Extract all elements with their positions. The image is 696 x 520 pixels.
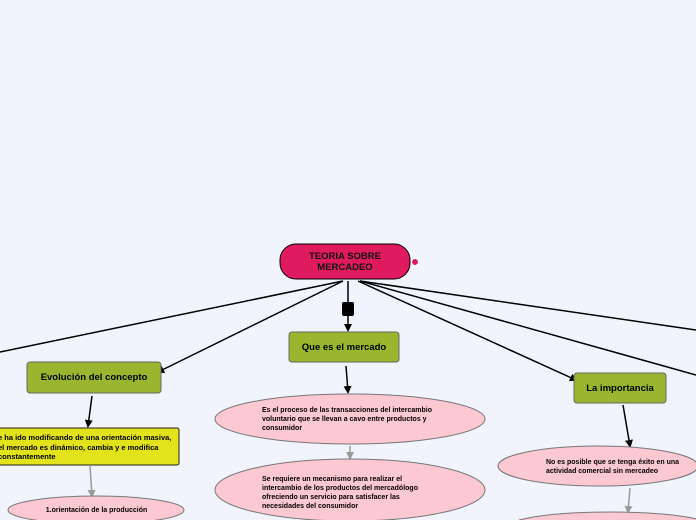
box-evolucion-1-shape[interactable] <box>0 427 180 466</box>
connector-importancia-to-bubble <box>622 404 633 448</box>
bubble-que-es-1-text: Es el proceso de las transacciones del i… <box>262 407 433 432</box>
bubble-importancia-2-shape[interactable] <box>510 511 696 520</box>
topic-importancia-shape[interactable] <box>573 372 667 404</box>
connectors <box>0 280 696 448</box>
topic-que-es-label[interactable]: Que es el mercado <box>301 341 387 353</box>
connector-evolucion-to-box <box>84 395 93 428</box>
connector-evolucion <box>156 280 344 373</box>
connector-que-es-to-bubble <box>343 365 352 394</box>
bubble-que-es-2-shape[interactable] <box>214 458 486 520</box>
topic-evolucion-shape[interactable] <box>26 361 162 394</box>
central-node-badge-icon[interactable] <box>411 258 419 266</box>
bubble-evolucion-2-shape[interactable] <box>7 495 185 520</box>
bubble-que-es-2-text: Se requiere un mecanismo para realizar e… <box>262 476 418 510</box>
connector-offscreen-left <box>0 280 344 353</box>
connector-importancia <box>357 280 578 382</box>
topic-importancia-label[interactable]: La importancia <box>586 382 654 394</box>
central-node-label[interactable]: TEORIA SOBRE MERCADEO <box>309 250 381 273</box>
connector-gray-importancia <box>624 487 633 514</box>
gray-connectors <box>87 446 633 514</box>
bubble-importancia-1-text: No es posible que se tenga éxito en una … <box>546 459 680 475</box>
topic-evolucion-label[interactable]: Evolución del concepto <box>40 372 148 383</box>
collapse-toggle-icon[interactable] <box>342 302 354 316</box>
connector-offscreen-right-1 <box>359 280 696 376</box>
topic-que-es-shape[interactable] <box>288 331 400 363</box>
central-node-shape[interactable] <box>279 243 411 280</box>
connector-gray-evolucion <box>87 465 96 498</box>
box-evolucion-1-text: e ha ido modificando de una orientación … <box>0 433 172 461</box>
bubble-evolucion-2-text: 1.orientación de la producción <box>45 507 148 514</box>
bubble-importancia-1-shape[interactable] <box>497 445 696 487</box>
bubble-que-es-1-shape[interactable] <box>214 393 486 445</box>
connector-offscreen-right-2 <box>359 280 696 331</box>
